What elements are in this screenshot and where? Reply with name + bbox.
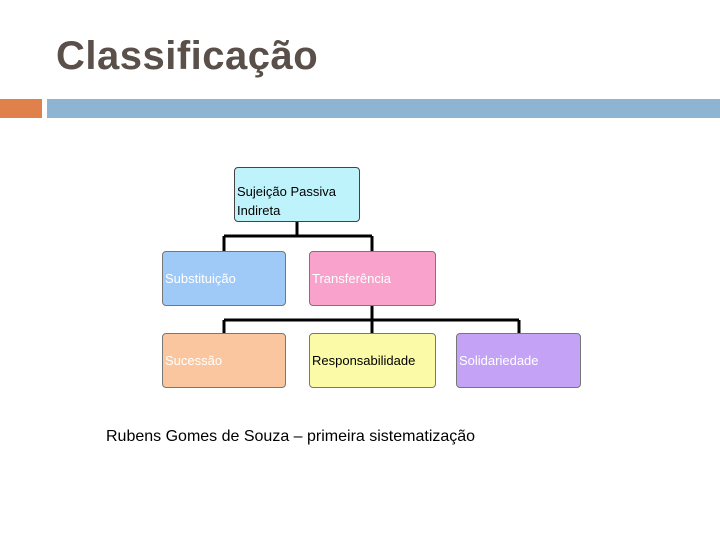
node-label: Responsabilidade [312,352,416,368]
node-label: Sujeição Passiva Indireta [237,184,336,218]
node-label: Substituição [165,270,236,286]
node-label: Solidariedade [459,352,539,368]
node-solidariedade: Solidariedade [456,333,581,388]
node-sujeicao-passiva-indireta: Sujeição Passiva Indireta [234,167,360,222]
connector-transfer-to-level2 [222,306,521,333]
title-underline-bar [47,99,720,118]
node-substituicao: Substituição [162,251,286,306]
node-responsabilidade: Responsabilidade [309,333,436,388]
connector-root-to-level1 [222,222,374,251]
node-sucessao: Sucessão [162,333,286,388]
node-label: Sucessão [165,352,223,368]
node-transferencia: Transferência [309,251,436,306]
slide-caption: Rubens Gomes de Souza – primeira sistema… [106,428,476,445]
slide-title: Classificação [56,34,319,78]
node-label: Transferência [312,270,391,286]
title-accent-bar [0,99,42,118]
